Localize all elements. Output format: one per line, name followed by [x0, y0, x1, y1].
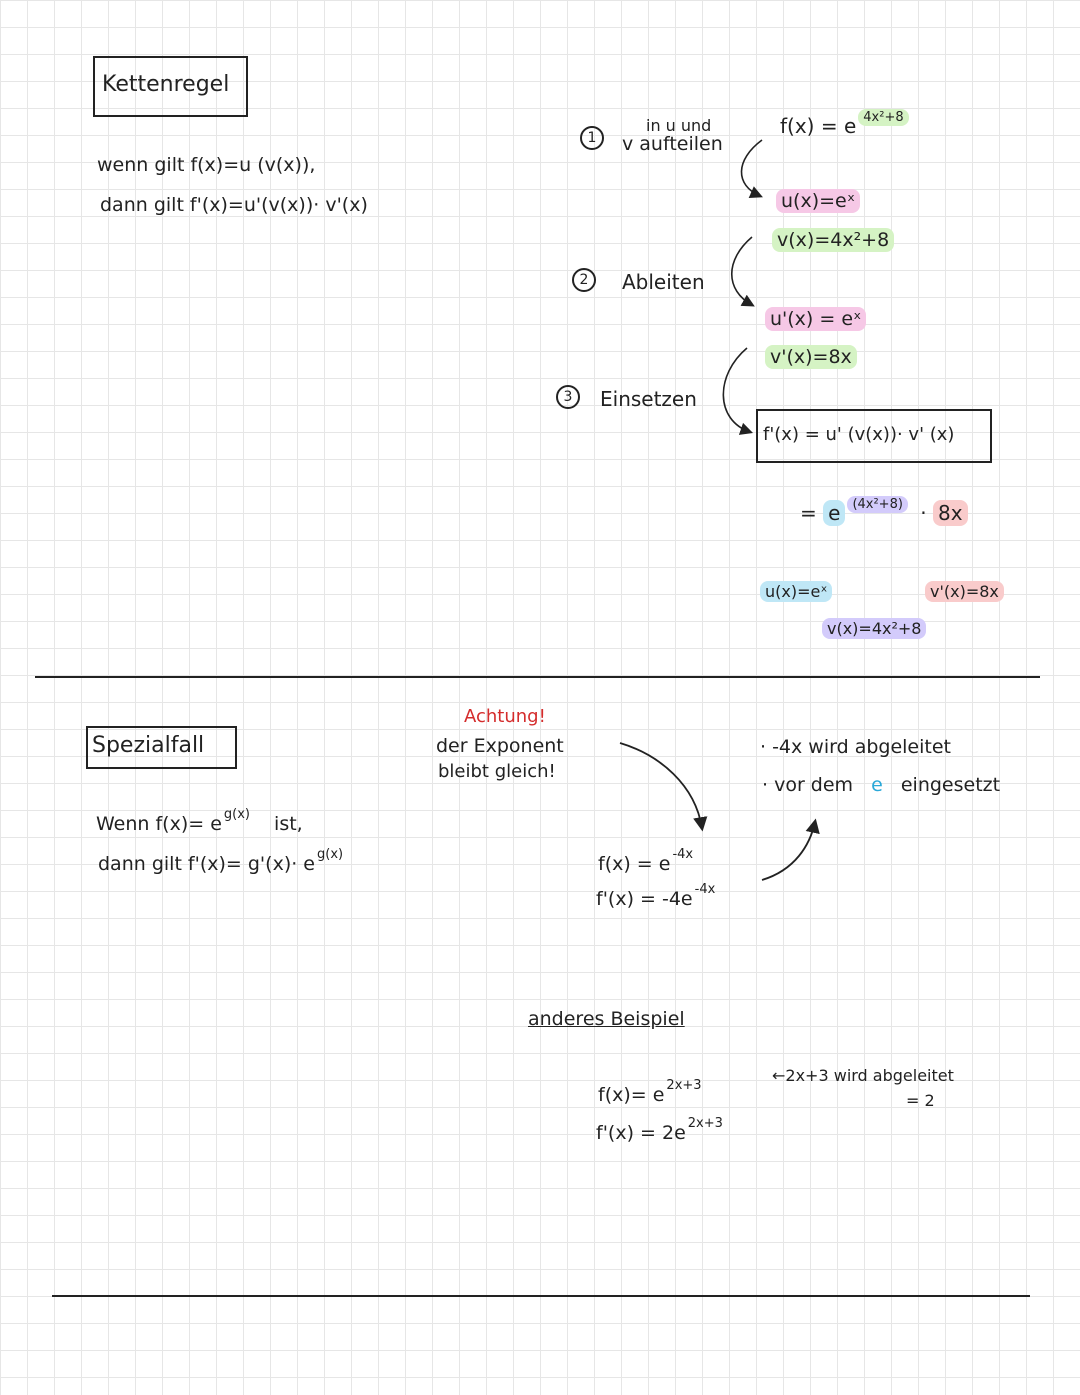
- rule-line-2: dann gilt f'(x)=u'(v(x))· v'(x): [100, 194, 368, 216]
- arrow-step-1: [740, 139, 763, 198]
- warning-line-1: der Exponent: [436, 735, 564, 757]
- legend-u: u(x)=eˣ: [760, 581, 833, 602]
- arrow-step-2: [730, 236, 755, 307]
- formula-text: f'(x) = u' (v(x))· v' (x): [763, 424, 955, 445]
- title-kettenregel: Kettenregel: [102, 72, 230, 97]
- legend-v: v(x)=4x²+8: [822, 618, 927, 639]
- u-prime: u'(x) = eˣ: [765, 307, 867, 331]
- note-2: · vor dem e eingesetzt: [762, 774, 1001, 796]
- note-3-result: = 2: [906, 1091, 935, 1110]
- spezialfall-box: [86, 726, 237, 769]
- divider-top: [35, 676, 1040, 678]
- rule-line-1: wenn gilt f(x)=u (v(x)),: [97, 154, 316, 176]
- arrow-step-3: [722, 347, 754, 435]
- u-definition: u(x)=eˣ: [776, 189, 861, 213]
- title-box: [93, 56, 248, 117]
- step-2-label: Ableiten: [622, 270, 705, 294]
- result-line: = e(4x²+8) · 8x: [800, 496, 968, 526]
- example-1-f: f(x) = e-4x: [598, 847, 694, 875]
- divider-bottom: [52, 1295, 1030, 1297]
- warning-line-2: bleibt gleich!: [438, 761, 556, 782]
- legend-v-prime: v'(x)=8x: [925, 581, 1004, 602]
- step-1-line-1: in u und: [646, 116, 712, 135]
- title-spezialfall: Spezialfall: [92, 733, 205, 758]
- step-1-line-2: v aufteilen: [622, 133, 723, 155]
- other-example-title: anderes Beispiel: [528, 1008, 685, 1030]
- formula-box: [756, 409, 992, 463]
- arrow-warning: [619, 742, 708, 832]
- step-2-number: 2: [572, 268, 596, 292]
- example-1-f-prime: f'(x) = -4e-4x: [596, 882, 716, 910]
- note-1: · -4x wird abgeleitet: [760, 736, 951, 758]
- arrow-note: [761, 818, 820, 881]
- step-1-number: 1: [580, 126, 604, 150]
- v-prime: v'(x)=8x: [765, 345, 857, 369]
- step-3-number: 3: [556, 385, 580, 409]
- v-definition: v(x)=4x²+8: [772, 228, 895, 252]
- step-3-label: Einsetzen: [600, 387, 697, 411]
- warning-title: Achtung!: [464, 706, 546, 727]
- note-3: ←2x+3 wird abgeleitet: [772, 1066, 954, 1085]
